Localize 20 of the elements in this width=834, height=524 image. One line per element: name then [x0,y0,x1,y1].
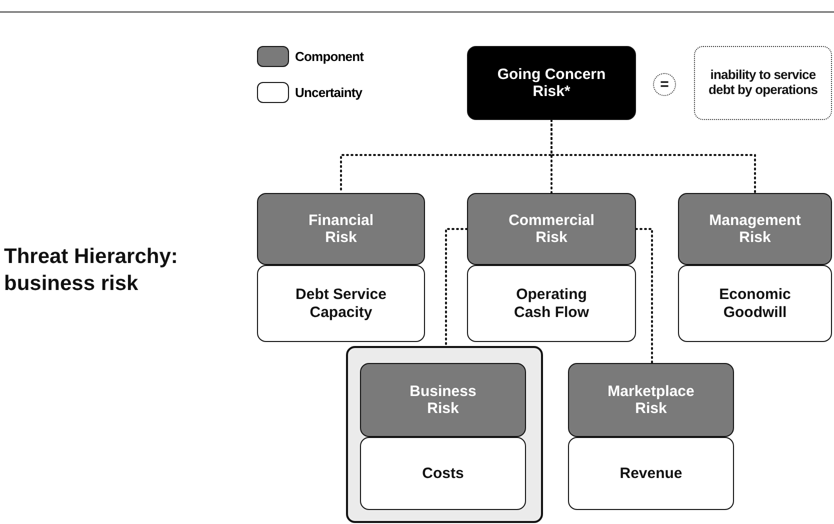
uncertainty-box: Economic Goodwill [678,265,832,342]
equals-circle: = [653,73,676,96]
uncertainty-box: Costs [360,437,526,510]
component-box: Business Risk [360,363,526,437]
component-box: Marketplace Risk [568,363,734,437]
uncertainty-box: Debt Service Capacity [257,265,425,342]
component-box: Management Risk [678,193,832,265]
uncertainty-box: Operating Cash Flow [467,265,636,342]
diagram-title: Threat Hierarchy: business risk [4,244,179,298]
dotted-connector [550,119,756,194]
component-box: Commercial Risk [467,193,636,265]
legend-label: Component [295,49,364,64]
group-box [346,346,543,523]
dotted-connector [445,228,468,347]
component-box: Financial Risk [257,193,425,265]
concern-box: Going Concern Risk* [467,46,636,120]
dotted-connector [635,228,653,364]
definition-box: inability to service debt by operations [694,46,832,120]
legend-label: Uncertainty [295,85,362,100]
uncertainty-box: Revenue [568,437,734,510]
